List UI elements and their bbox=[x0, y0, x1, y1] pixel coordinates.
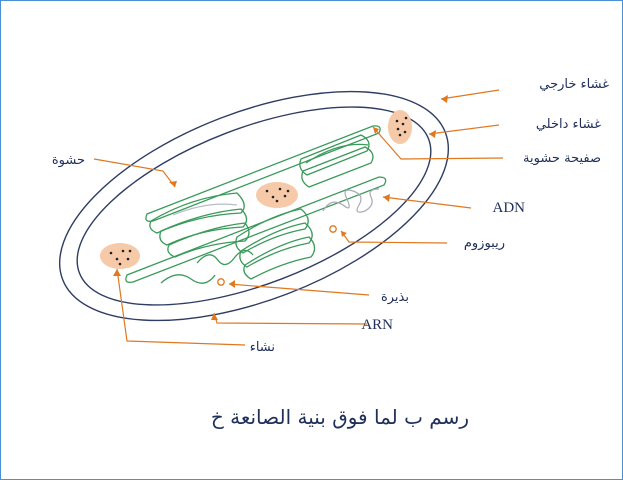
label-inner-membrane: غشاء داخلي bbox=[536, 117, 601, 132]
figure-caption: رسم ب لما فوق بنية الصانعة خ bbox=[211, 405, 469, 429]
starch-dots bbox=[109, 116, 408, 266]
ribosome-2 bbox=[217, 278, 225, 286]
label-dna: ADN bbox=[493, 200, 526, 216]
starch-grain-right bbox=[388, 110, 412, 144]
thylakoid-system bbox=[125, 125, 387, 284]
dna-strand bbox=[322, 188, 380, 213]
starch-grain-center bbox=[256, 182, 298, 208]
label-thylakoid-lamella: صفيحة حشوية bbox=[523, 151, 601, 166]
label-rna: ARN bbox=[361, 317, 393, 333]
label-ribosome: ريبوزوم bbox=[464, 236, 505, 251]
label-starch: نشاء bbox=[250, 340, 275, 355]
leader-lines bbox=[93, 89, 504, 346]
ribosome-1 bbox=[329, 225, 337, 233]
label-outer-membrane: غشاء خارجي bbox=[539, 77, 609, 92]
starch-grain-left bbox=[100, 243, 140, 269]
leader-arrowheads bbox=[113, 95, 448, 320]
inner-membrane bbox=[76, 106, 432, 306]
label-granum: بذيرة bbox=[381, 290, 409, 305]
inner-lamella bbox=[172, 203, 238, 216]
label-stroma: حشوة bbox=[52, 153, 85, 168]
outer-membrane bbox=[58, 90, 450, 322]
